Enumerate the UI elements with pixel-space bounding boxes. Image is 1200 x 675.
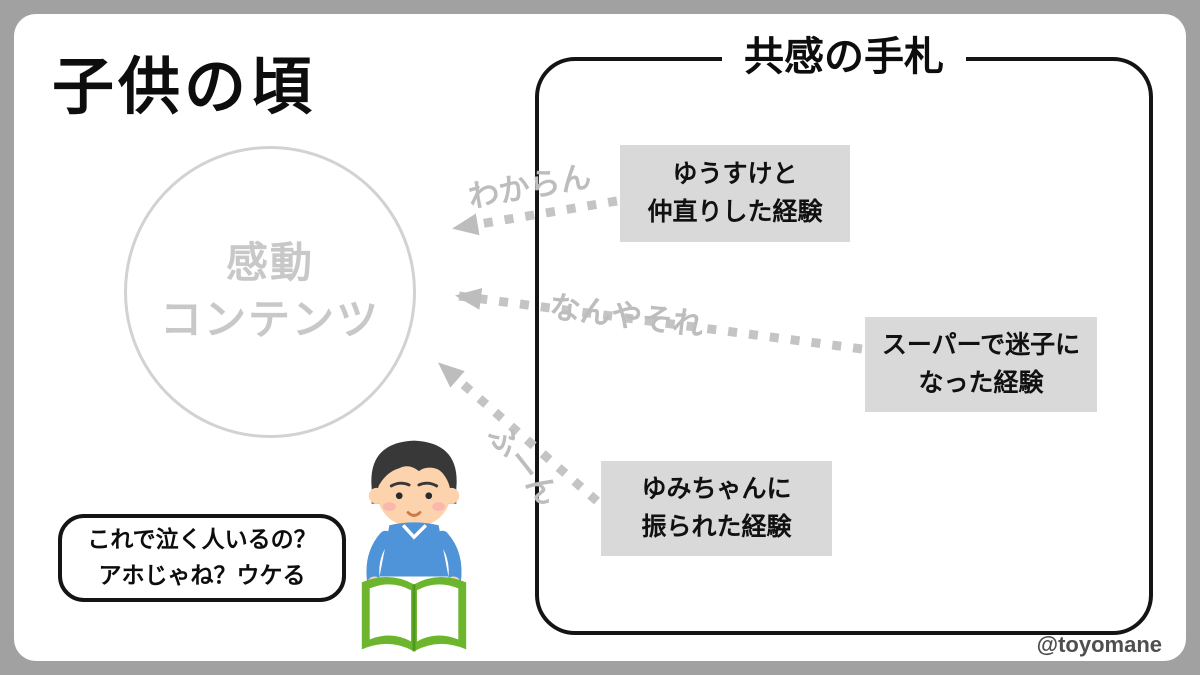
experience-card-supermarket: スーパーで迷子に なった経験 (865, 317, 1097, 412)
empathy-hand-panel: 共感の手札 ゆうすけと 仲直りした経験 スーパーで迷子に なった経験 ゆみちゃん… (535, 31, 1153, 635)
book-page-right (416, 584, 459, 642)
page-title: 子供の頃 (52, 53, 317, 122)
boy-face (377, 460, 451, 528)
boy-collar (401, 524, 428, 540)
speech-text: これで泣く人いるの？ アホじゃね？ウケる (87, 526, 317, 588)
boy-blush (382, 502, 396, 512)
boy-eyebrow (417, 481, 439, 488)
speech-bubble: これで泣く人いるの？ アホじゃね？ウケる (58, 514, 346, 602)
boy-bangs (377, 452, 451, 488)
boy-eyebrow (389, 481, 411, 488)
experience-card-yusuke: ゆうすけと 仲直りした経験 (620, 145, 850, 242)
boy-eye (395, 492, 403, 500)
panel-title: 共感の手札 (722, 31, 966, 83)
kandou-content-circle: 感動 コンテンツ (124, 146, 416, 438)
boy-blush (432, 502, 446, 512)
circle-label: 感動 コンテンツ (159, 239, 380, 343)
boy-mouth (406, 511, 422, 517)
credit-handle: @toyomane (1036, 632, 1162, 657)
boy-shirt (379, 522, 449, 577)
boy-eye (425, 492, 433, 500)
boy-reading-illustration (361, 440, 467, 652)
book-page-left (369, 584, 412, 642)
experience-card-yumichan: ゆみちゃんに 振られた経験 (601, 461, 832, 556)
